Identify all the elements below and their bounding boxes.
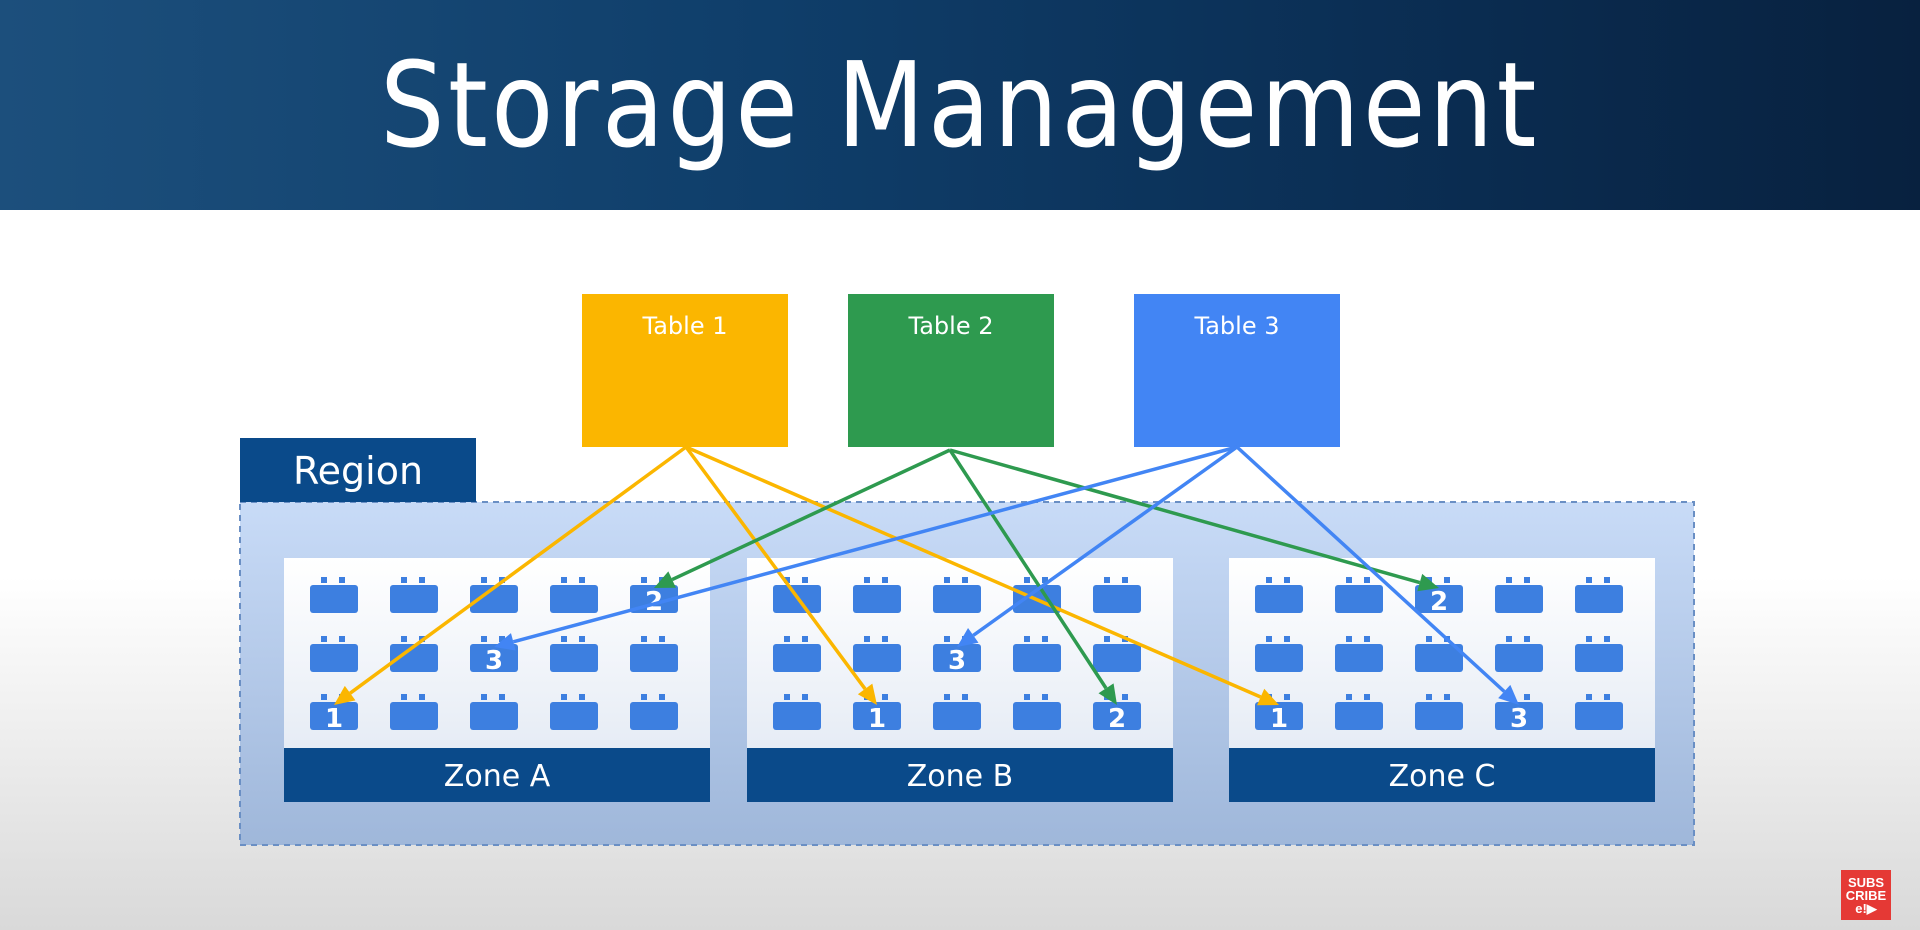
connection-arrow <box>685 445 1279 706</box>
connection-arrow <box>494 445 1238 651</box>
table-3-box: Table 3 <box>1134 294 1340 447</box>
subscribe-badge[interactable]: SUBS CRIBE e!▶ <box>1841 870 1891 920</box>
region-label: Region <box>293 449 423 493</box>
storage-node <box>1255 636 1303 672</box>
storage-node <box>550 636 598 672</box>
storage-node <box>1093 577 1141 613</box>
zone-label-bar <box>747 748 1173 802</box>
storage-node: 1 <box>853 694 901 734</box>
page-title: Storage Management <box>380 36 1540 174</box>
storage-node <box>1335 694 1383 730</box>
storage-node <box>853 577 901 613</box>
zone-label: Zone A <box>444 759 551 794</box>
storage-node <box>773 636 821 672</box>
region-label-box <box>240 438 476 502</box>
storage-node <box>1415 694 1463 730</box>
node-marker: 1 <box>325 704 343 734</box>
connection-arrow <box>334 445 688 705</box>
zone-c: Zone C 2 1 3 <box>1229 558 1655 802</box>
zone-label: Zone B <box>907 759 1014 794</box>
storage-node <box>1013 636 1061 672</box>
zone-b: Zone B 3 1 2 <box>747 558 1173 802</box>
table-label: Table 1 <box>642 312 728 340</box>
connection-arrow <box>948 449 1117 705</box>
storage-node <box>1575 636 1623 672</box>
storage-node <box>1575 577 1623 613</box>
connection-arrow <box>654 448 951 588</box>
storage-node <box>1495 636 1543 672</box>
title-banner <box>0 0 1920 210</box>
storage-node: 2 <box>1415 577 1463 617</box>
storage-node <box>1575 694 1623 730</box>
storage-node <box>1255 577 1303 613</box>
connection-arrow <box>1235 445 1519 705</box>
connection-arrow <box>949 448 1439 592</box>
node-marker: 1 <box>1270 704 1288 734</box>
storage-node <box>933 694 981 730</box>
storage-node <box>1495 577 1543 613</box>
node-marker: 3 <box>1510 704 1528 734</box>
storage-node <box>470 694 518 730</box>
zone-label-bar <box>284 748 710 802</box>
zone-a: Zone A 2 3 1 <box>284 558 710 802</box>
storage-node <box>773 694 821 730</box>
storage-node <box>630 694 678 730</box>
node-marker: 2 <box>1108 704 1126 734</box>
storage-node <box>310 577 358 613</box>
table-label: Table 2 <box>908 312 994 340</box>
storage-node <box>933 577 981 613</box>
storage-node <box>1335 577 1383 613</box>
node-marker: 3 <box>485 646 503 676</box>
storage-node <box>550 577 598 613</box>
table-1-box: Table 1 <box>582 294 788 447</box>
storage-node <box>390 694 438 730</box>
connection-arrow <box>957 445 1239 647</box>
node-marker: 2 <box>645 587 663 617</box>
storage-node <box>630 636 678 672</box>
zone-label: Zone C <box>1389 759 1496 794</box>
storage-node: 3 <box>470 636 518 676</box>
connection-arrow <box>684 445 877 705</box>
storage-node <box>390 577 438 613</box>
storage-node <box>853 636 901 672</box>
table-label: Table 3 <box>1194 312 1280 340</box>
storage-node: 1 <box>310 694 358 734</box>
subscribe-line-3: e!▶ <box>1855 900 1877 916</box>
storage-node <box>310 636 358 672</box>
node-marker: 2 <box>1430 587 1448 617</box>
storage-node <box>1013 694 1061 730</box>
table-2-box: Table 2 <box>848 294 1054 447</box>
subscribe-line-2: CRIBE <box>1845 887 1887 903</box>
storage-node <box>1335 636 1383 672</box>
subscribe-line-1: SUBS <box>1847 874 1885 890</box>
node-marker: 1 <box>868 704 886 734</box>
storage-node <box>550 694 598 730</box>
storage-node: 3 <box>1495 694 1543 734</box>
zone-label-bar <box>1229 748 1655 802</box>
node-marker: 3 <box>948 646 966 676</box>
